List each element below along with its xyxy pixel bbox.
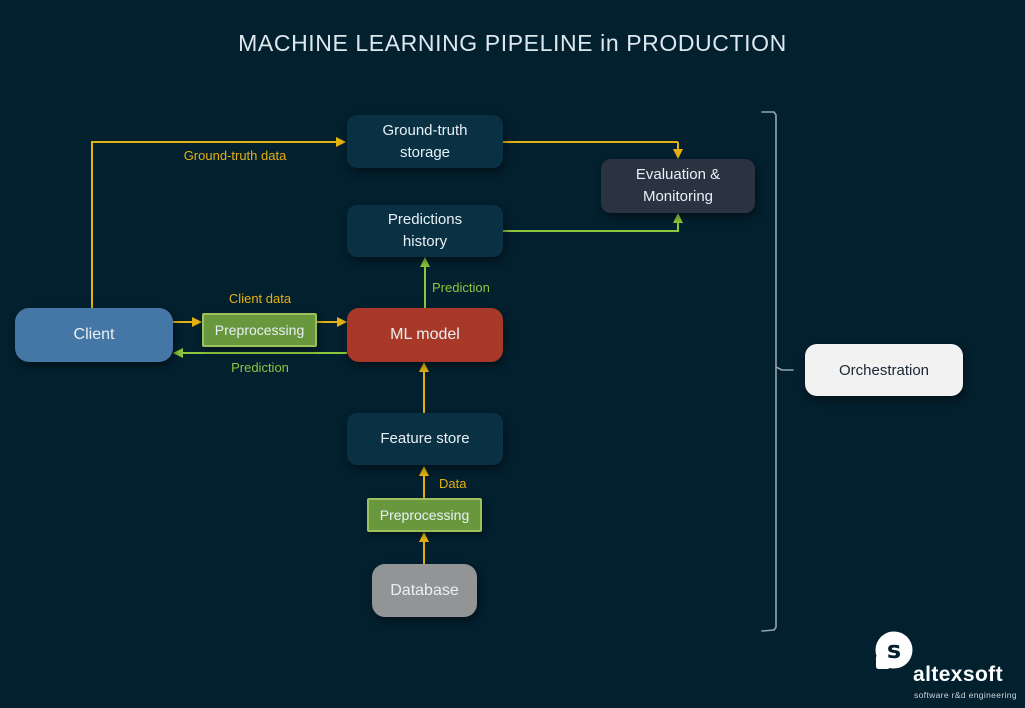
diagram-title: MACHINE LEARNING PIPELINE in PRODUCTION [238,30,787,56]
label-data: Data [439,476,467,491]
node-ml-model: ML model [347,308,503,362]
edge-predictions-to-evaluation-vertical [677,222,679,231]
edge-database-to-preprocessing [423,541,425,564]
node-ground-truth-storage: Ground-truth storage [347,115,503,168]
edge-feature-store-to-ml-model [423,371,425,413]
arrowhead-into-client [173,348,183,358]
edge-client-to-preprocessing [173,321,193,323]
label-prediction-to-history: Prediction [432,280,490,295]
edge-ground-truth-to-evaluation-horizontal [503,141,678,143]
node-evaluation-monitoring-label: Evaluation & Monitoring [635,166,721,205]
edge-ml-model-to-client [182,352,347,354]
arrowhead-into-evaluation-bottom [673,213,683,223]
arrowhead-into-preprocessing-client [192,317,202,327]
node-ground-truth-storage-label: Ground-truth storage [382,121,468,161]
node-client-label: Client [73,326,115,343]
edge-preprocessing-to-feature-store [423,475,425,498]
node-predictions-history-label: Predictions history [387,211,463,250]
logo-brand-text: altexsoft [913,663,1003,686]
node-predictions-history: Predictions history [347,205,503,257]
label-ground-truth-data: Ground-truth data [183,148,287,163]
node-database-label: Database [390,581,459,599]
node-ml-model-label: ML model [390,326,460,343]
altexsoft-logo-icon: s [875,631,913,669]
arrowhead-into-evaluation-top [673,149,683,159]
edge-preprocessing-to-ml-model [317,321,338,323]
altexsoft-logo: s altexsoft software r&d engineering [874,630,1020,706]
node-orchestration: Orchestration [805,344,963,396]
logo-tagline-text: software r&d engineering [914,690,1017,700]
node-feature-store-label: Feature store [380,430,470,448]
node-orchestration-label: Orchestration [838,361,930,379]
arrowhead-into-ground-truth-storage [336,137,346,147]
arrowhead-into-ml-model-left [337,317,347,327]
edge-ml-model-to-predictions-history [424,266,426,308]
label-prediction-to-client: Prediction [231,360,289,375]
edge-client-to-ground-truth-horizontal [91,141,337,143]
edge-predictions-to-evaluation-horizontal [503,230,679,232]
node-feature-store: Feature store [347,413,503,465]
node-preprocessing-data-label: Preprocessing [379,507,470,523]
node-database: Database [372,564,477,617]
node-preprocessing-data: Preprocessing [367,498,482,532]
node-evaluation-monitoring: Evaluation & Monitoring [601,159,755,213]
arrowhead-into-preprocessing-data [419,532,429,542]
arrowhead-into-feature-store [419,466,429,476]
svg-text:s: s [887,636,901,664]
arrowhead-into-predictions-history [420,257,430,267]
edge-ground-truth-to-evaluation-vertical [677,142,679,150]
orchestration-brace [761,111,794,632]
node-client: Client [15,308,173,362]
label-client-data: Client data [228,291,292,306]
node-preprocessing-client-label: Preprocessing [214,322,305,338]
arrowhead-into-ml-model-bottom [419,362,429,372]
node-preprocessing-client: Preprocessing [202,313,317,347]
edge-client-to-ground-truth-vertical [91,142,93,308]
